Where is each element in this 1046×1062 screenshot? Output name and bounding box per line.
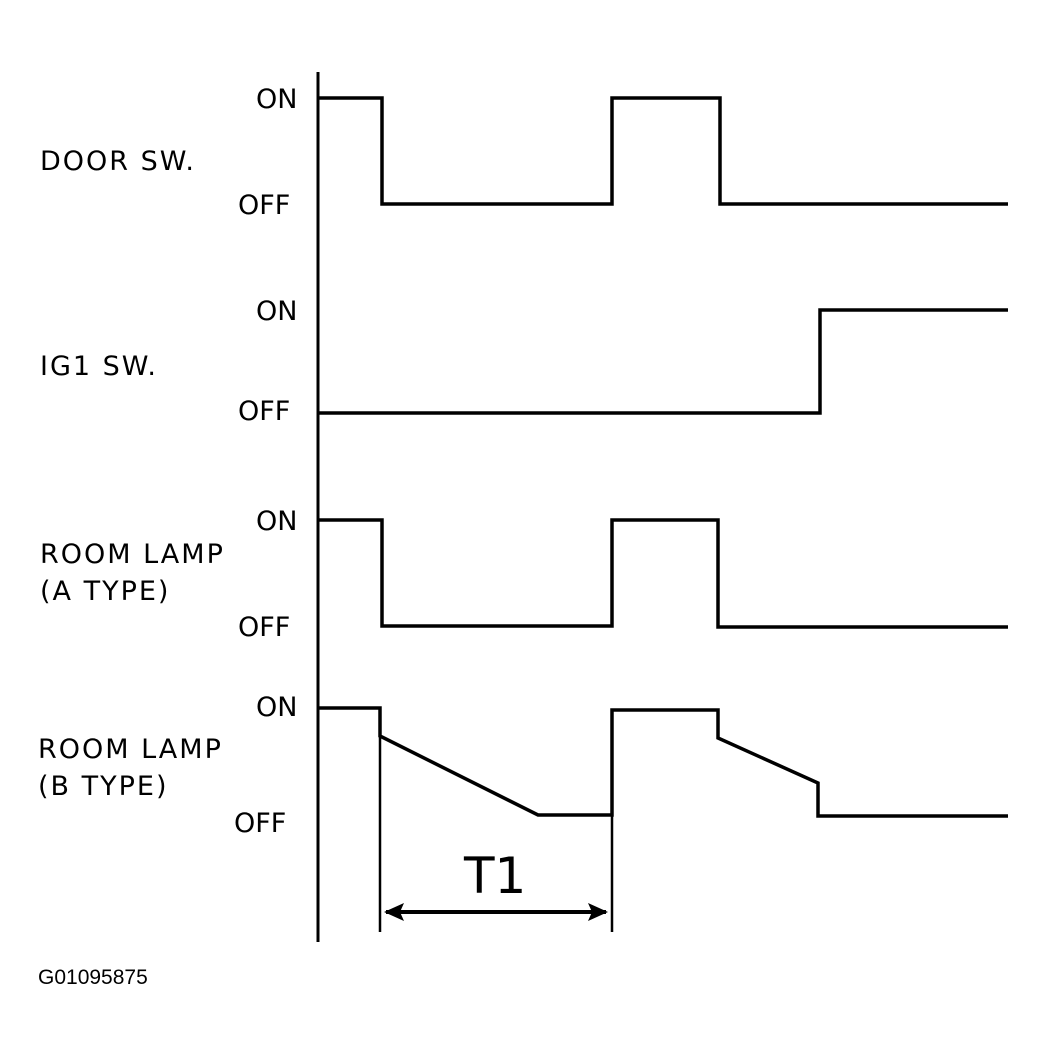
room-lamp-a-off-text: OFF [238,612,290,643]
door-switch-off-text: OFF [238,190,290,221]
ig1-switch-label: IG1 SW. [40,351,158,382]
t1-label: T1 [463,847,526,905]
door-switch-on-text: ON [256,84,297,115]
room-lamp-a-label-line2: (A TYPE) [40,576,170,607]
room-lamp-a-row: ROOM LAMP (A TYPE) ON OFF [40,506,1008,643]
t1-left-arrowhead [384,903,404,921]
room-lamp-a-label-line1: ROOM LAMP [40,539,225,570]
ig1-switch-row: IG1 SW. ON OFF [40,296,1008,427]
ig1-switch-on-text: ON [256,296,297,327]
door-switch-label: DOOR SW. [40,146,196,177]
ig1-switch-off-text: OFF [238,396,290,427]
figure-id: G01095875 [38,966,148,989]
room-lamp-b-on-text: ON [256,692,297,723]
room-lamp-b-label-line2: (B TYPE) [38,771,169,802]
room-lamp-b-row: ROOM LAMP (B TYPE) ON OFF [38,692,1008,839]
room-lamp-b-label-line1: ROOM LAMP [38,734,223,765]
t1-interval-marker: T1 [378,736,614,932]
room-lamp-b-waveform [318,706,1008,818]
ig1-switch-waveform [318,308,1008,415]
t1-right-arrowhead [588,903,608,921]
room-lamp-a-waveform [318,518,1008,629]
room-lamp-a-on-text: ON [256,506,297,537]
room-lamp-b-off-text: OFF [234,808,286,839]
door-switch-row: DOOR SW. ON OFF [40,84,1008,221]
door-switch-waveform [318,96,1008,206]
